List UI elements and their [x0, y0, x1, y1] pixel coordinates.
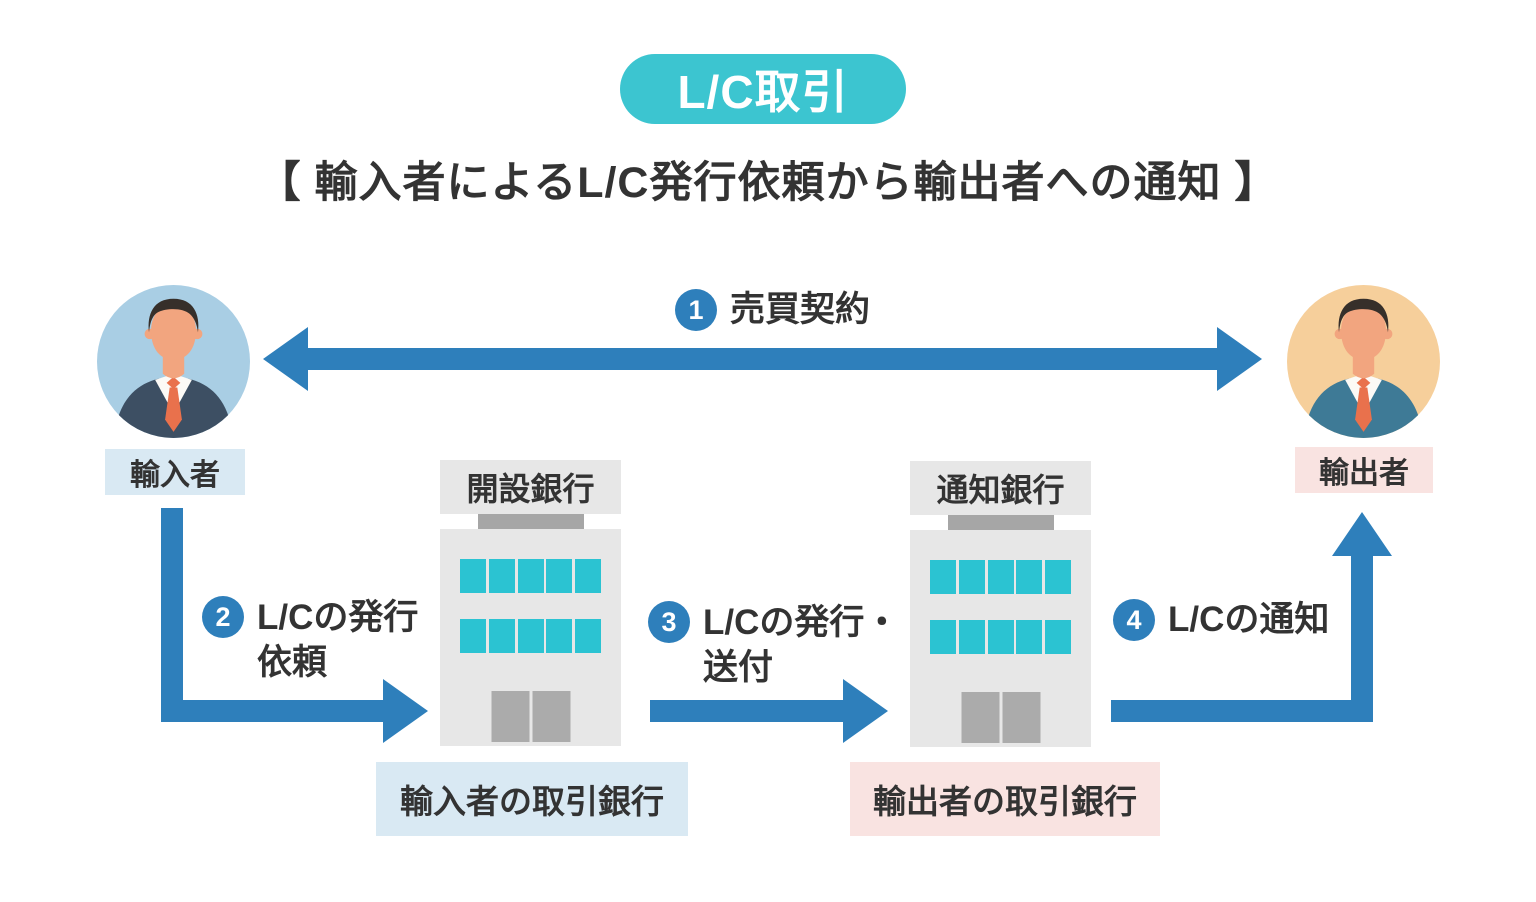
- bank-window: [575, 619, 601, 653]
- exporter-avatar-icon: [1287, 285, 1440, 438]
- bank-window-row: [930, 560, 1071, 594]
- step-4-badge: 4: [1113, 599, 1155, 642]
- advising-bank-building: 通知銀行: [910, 461, 1091, 747]
- step-3: 3 L/Cの発行・ 送付: [648, 601, 899, 691]
- bank-window: [1016, 560, 1043, 594]
- bank-body: [440, 529, 621, 746]
- bank-window: [546, 559, 573, 593]
- importer-label: 輸入者: [105, 449, 245, 495]
- bank-doors: [961, 692, 1040, 743]
- bank-window-row: [460, 619, 601, 653]
- bank-window: [460, 619, 486, 653]
- advising-bank-caption: 輸出者の取引銀行: [850, 762, 1160, 836]
- bank-window: [1045, 620, 1071, 654]
- bank-window: [488, 559, 515, 593]
- bank-window: [460, 559, 486, 593]
- bank-window: [987, 620, 1014, 654]
- bank-door: [961, 692, 999, 743]
- step-1-badge: 1: [675, 289, 717, 332]
- step-4: 4 L/Cの通知: [1113, 598, 1329, 643]
- bank-window: [488, 619, 515, 653]
- step-1: 1 売買契約: [675, 288, 870, 333]
- exporter-label: 輸出者: [1295, 447, 1433, 493]
- bank-window: [1016, 620, 1043, 654]
- issuing-bank-sign: 開設銀行: [440, 460, 621, 514]
- bank-roof: [477, 514, 584, 529]
- diagram-subtitle: 【 輸入者によるL/C発行依頼から輸出者への通知 】: [257, 159, 1279, 207]
- bank-window: [1045, 560, 1071, 594]
- sales-contract-arrow: [263, 327, 1262, 391]
- step-4-label: L/Cの通知: [1168, 600, 1330, 639]
- title-badge: L/C取引: [620, 54, 906, 124]
- bank-window: [575, 559, 601, 593]
- step-2-badge: 2: [202, 596, 244, 638]
- bank-door: [491, 691, 529, 742]
- bank-window: [958, 620, 985, 654]
- bank-window-row: [460, 559, 601, 593]
- bank-doors: [491, 691, 570, 742]
- bank-window: [987, 560, 1014, 594]
- issuing-bank-caption: 輸入者の取引銀行: [376, 762, 688, 836]
- bank-body: [910, 530, 1091, 747]
- bank-door: [1002, 692, 1040, 743]
- bank-window: [930, 560, 956, 594]
- bank-window: [517, 619, 544, 653]
- bank-door: [532, 691, 570, 742]
- step-2: 2 L/Cの発行 依頼: [202, 596, 418, 686]
- importer-avatar-icon: [97, 285, 250, 438]
- bank-window: [517, 559, 544, 593]
- advising-bank-sign: 通知銀行: [910, 461, 1091, 515]
- step-2-label: L/Cの発行 依頼: [257, 598, 419, 682]
- step-1-label: 売買契約: [730, 290, 871, 329]
- step-3-label: L/Cの発行・ 送付: [703, 603, 900, 687]
- bank-window: [958, 560, 985, 594]
- bank-window: [546, 619, 573, 653]
- issuing-bank-building: 開設銀行: [440, 460, 621, 746]
- step-3-badge: 3: [648, 601, 690, 643]
- bank-roof: [947, 515, 1054, 530]
- bank-window: [930, 620, 956, 654]
- bank-window-row: [930, 620, 1071, 654]
